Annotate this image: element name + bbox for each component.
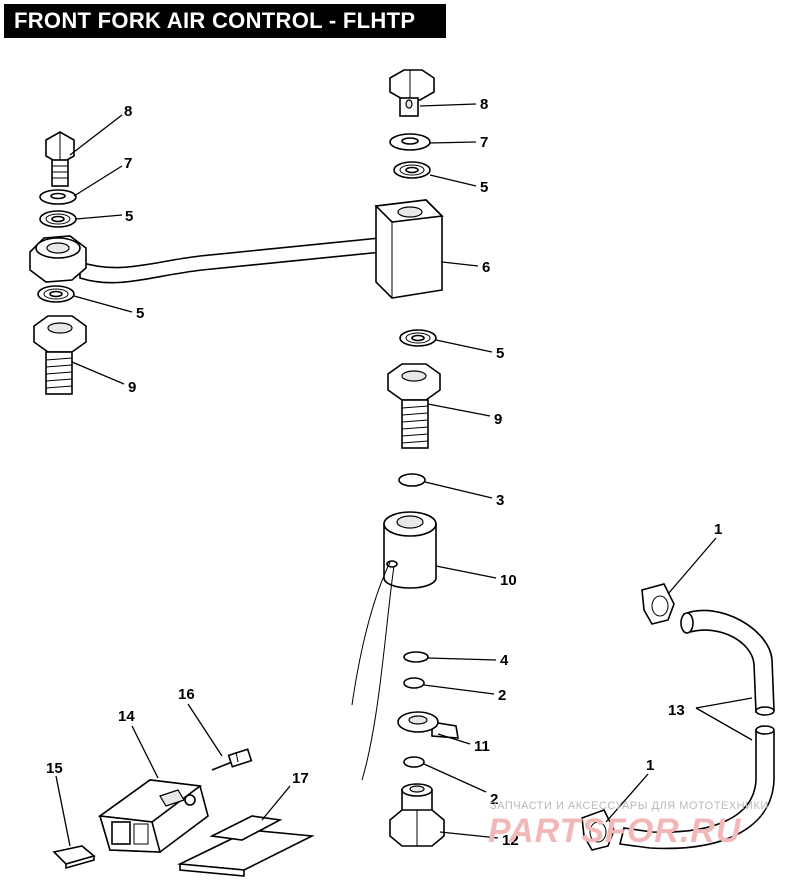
o-ring-2-lower (403, 756, 425, 768)
callout-5-left-bottom: 5 (136, 305, 144, 322)
callout-17: 17 (292, 770, 309, 787)
callout-3: 3 (496, 492, 504, 509)
callout-13: 13 (668, 702, 685, 719)
callout-5-left-top: 5 (125, 208, 133, 225)
callout-1-upper: 1 (714, 521, 722, 538)
callout-9-left: 9 (128, 379, 136, 396)
solenoid-valve-10 (383, 511, 437, 589)
washer-7-left (39, 189, 77, 205)
callout-2-upper: 2 (498, 687, 506, 704)
callout-12: 12 (502, 832, 519, 849)
callout-2-lower: 2 (490, 791, 498, 808)
o-ring-4 (403, 651, 429, 663)
callout-8-left: 8 (124, 103, 132, 120)
connector-housing-14 (97, 779, 209, 853)
hose-lower-13 (619, 725, 775, 850)
solenoid-wire-b (361, 565, 395, 781)
hose-upper-13 (680, 609, 775, 716)
callout-11: 11 (474, 738, 490, 755)
bearing-5-right-top (393, 161, 431, 179)
callout-14: 14 (118, 708, 135, 725)
hose-clamp-1-lower (581, 809, 615, 851)
bolt-9-left (33, 315, 87, 395)
bearing-5-left-top (39, 210, 77, 228)
bolt-8-left (45, 131, 75, 187)
page-title: FRONT FORK AIR CONTROL - FLHTP (4, 4, 446, 38)
seal-strip-17 (177, 815, 315, 877)
callout-15: 15 (46, 760, 63, 777)
callout-9-right: 9 (494, 411, 502, 428)
o-ring-2-upper (403, 677, 425, 689)
callout-16: 16 (178, 686, 195, 703)
callout-5-right-lower: 5 (496, 345, 504, 362)
callout-1-lower: 1 (646, 757, 654, 774)
banjo-fitting-11 (397, 711, 459, 739)
solenoid-wire-a (351, 561, 391, 706)
manifold-block-6 (374, 199, 444, 299)
watermark-logo: PARTSFOR.RU (488, 812, 742, 850)
callout-10: 10 (500, 572, 517, 589)
bolt-8-right (389, 69, 435, 117)
callout-6: 6 (482, 259, 490, 276)
wedge-lock-15 (52, 845, 96, 870)
terminal-pin-16 (211, 748, 253, 771)
washer-7-right (389, 133, 431, 151)
callout-5-right-top: 5 (480, 179, 488, 196)
fitting-12 (389, 783, 445, 847)
bearing-5-left-bottom (37, 285, 75, 303)
callout-7-left: 7 (124, 155, 132, 172)
bolt-9-right (387, 363, 441, 449)
bearing-5-right-lower (399, 329, 437, 347)
air-line-tube (29, 235, 383, 284)
callout-7-right: 7 (480, 134, 488, 151)
watermark-tagline: ЗАПЧАСТИ И АКСЕССУАРЫ ДЛЯ МОТОТЕХНИКИ (490, 800, 769, 812)
callout-8-right: 8 (480, 96, 488, 113)
callout-4: 4 (500, 652, 509, 669)
hose-clamp-1-upper (641, 583, 675, 625)
o-ring-3 (398, 473, 426, 487)
